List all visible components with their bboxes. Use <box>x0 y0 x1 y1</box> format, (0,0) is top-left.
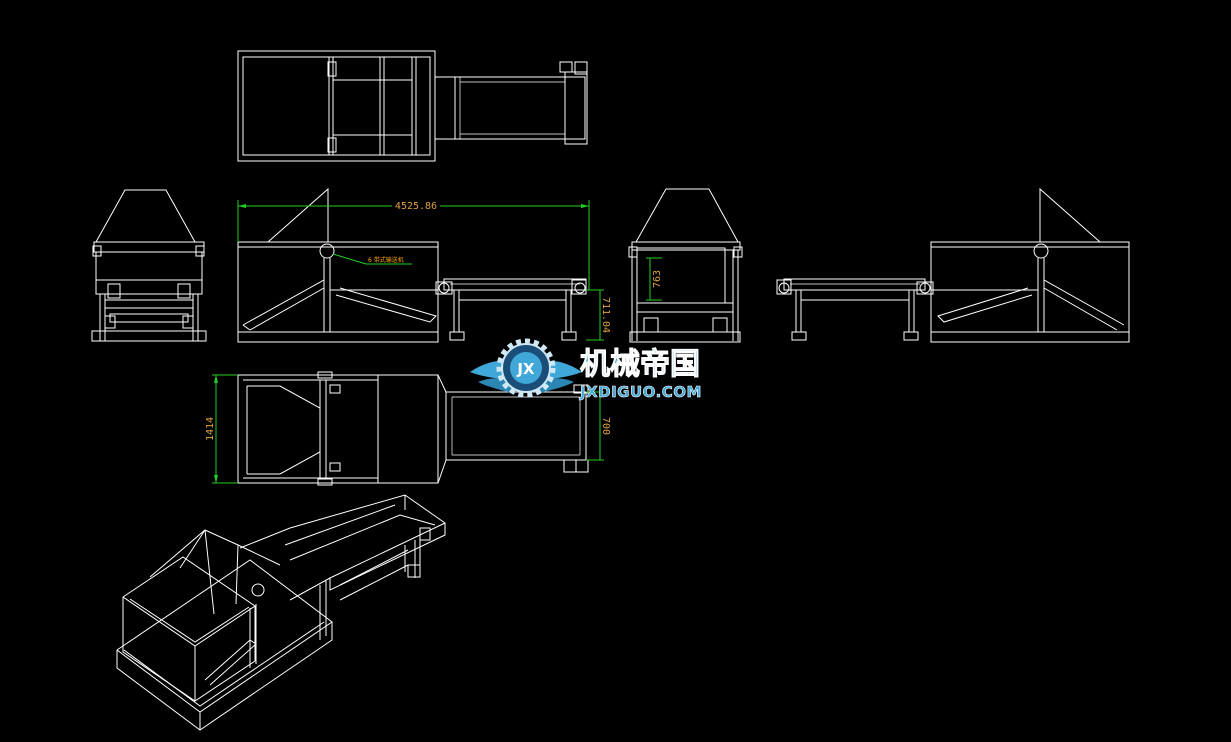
dimension-overall-length: 4525.86 <box>237 200 590 290</box>
isometric-view <box>116 494 446 731</box>
dimension-conveyor-label: 700 <box>600 417 611 435</box>
dimension-hopper-label: 763 <box>652 270 663 288</box>
left-end-view <box>91 189 207 342</box>
dimension-plan-width: 1414 <box>205 374 238 484</box>
dimension-height-right: 711.04 <box>586 289 611 341</box>
top-plan-view <box>237 50 588 162</box>
emblem-letters: JX <box>516 360 535 378</box>
dimension-width-label: 1414 <box>205 417 216 441</box>
rear-elevation <box>776 187 1130 343</box>
leader-note: 6 带式输送机 <box>332 253 412 265</box>
gear-icon: JX <box>496 338 556 398</box>
watermark-title: 机械帝国 <box>580 347 700 382</box>
dimension-hopper-height: 763 <box>646 257 663 301</box>
dimension-length-label: 4525.86 <box>395 201 437 212</box>
note-text: 6 带式输送机 <box>368 256 404 264</box>
right-end-view <box>628 188 743 343</box>
dimension-conveyor-width: 700 <box>586 391 611 461</box>
bottom-plan-view <box>237 371 589 486</box>
watermark-site: JXDIGUO.COM <box>579 383 702 401</box>
watermark-logo: JX 机械帝国 JXDIGUO.COM <box>470 338 702 401</box>
front-elevation <box>237 187 587 343</box>
dimension-height-label: 711.04 <box>600 297 611 333</box>
